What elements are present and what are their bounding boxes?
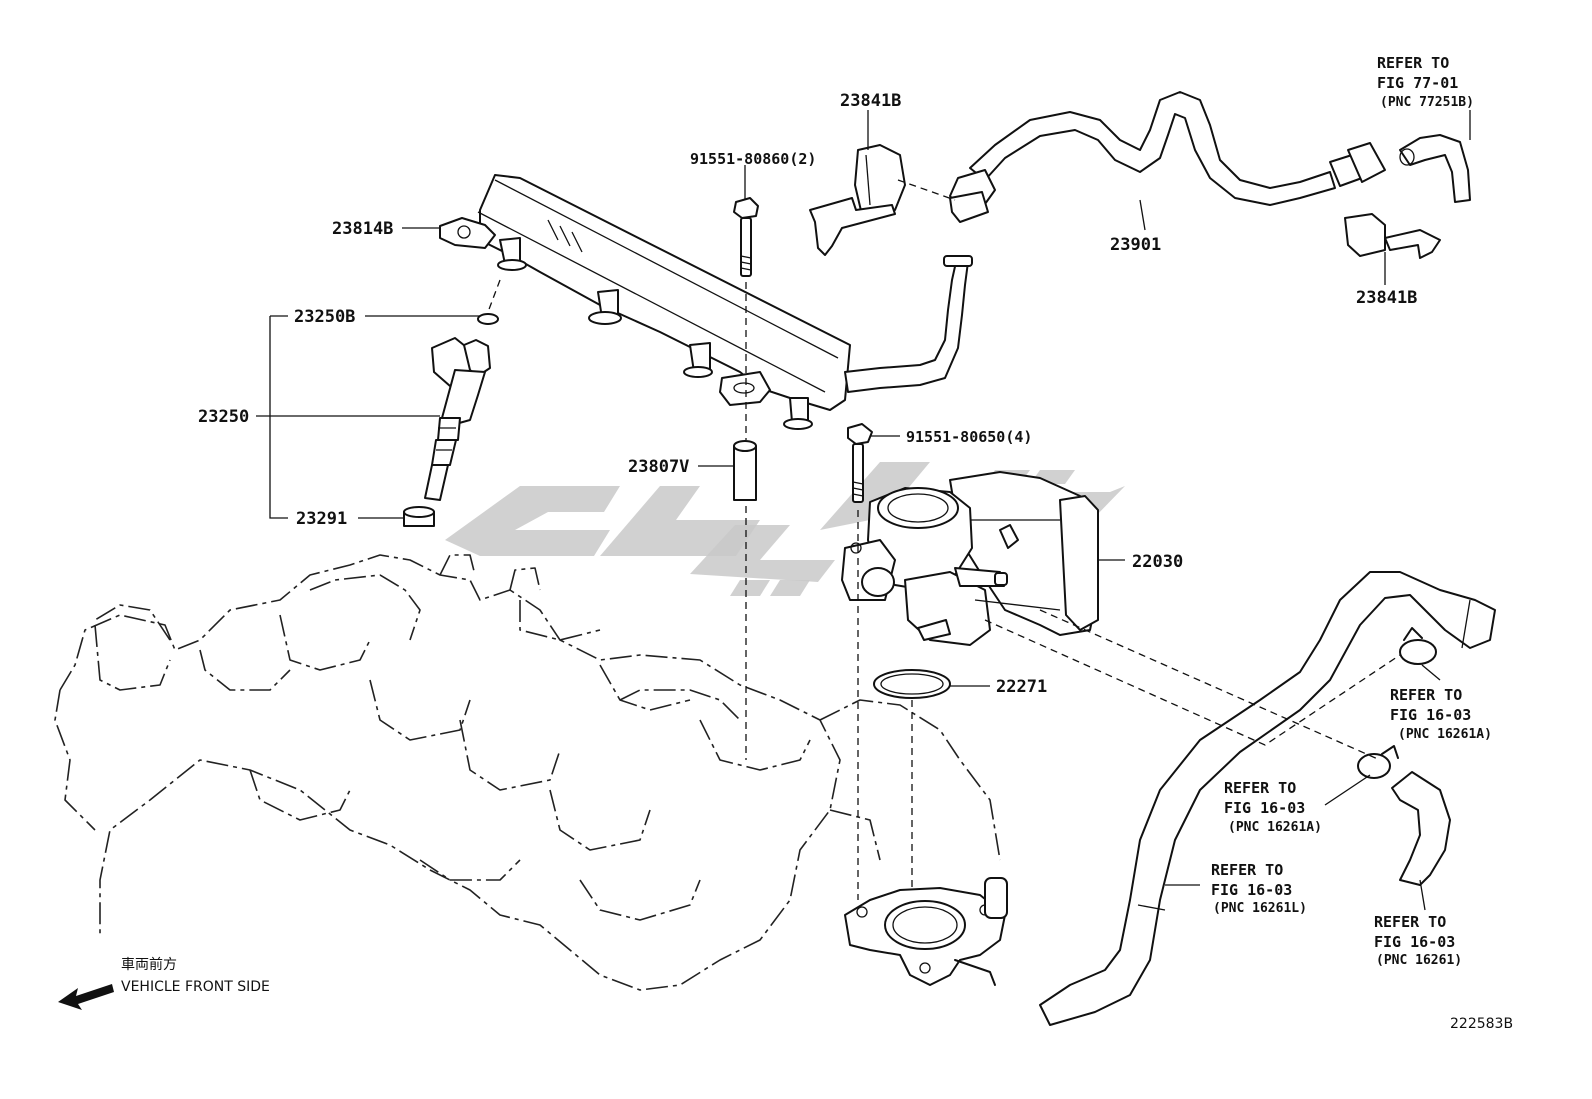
reference-fig-77-01: REFER TO FIG 77-01 (PNC 77251B) bbox=[1377, 54, 1474, 110]
label-23291: 23291 bbox=[296, 509, 347, 529]
collar-23807v bbox=[733, 440, 757, 501]
svg-text:FIG 16-03: FIG 16-03 bbox=[1224, 799, 1305, 817]
hose-clamp-right bbox=[1344, 213, 1441, 259]
fuel-hose bbox=[949, 91, 1386, 223]
label-23814b: 23814B bbox=[332, 219, 393, 239]
leader-lines bbox=[256, 110, 1471, 911]
svg-text:(PNC 77251B): (PNC 77251B) bbox=[1380, 95, 1474, 110]
svg-text:FIG 16-03: FIG 16-03 bbox=[1374, 933, 1455, 951]
svg-text:(PNC 16261A): (PNC 16261A) bbox=[1228, 820, 1322, 835]
left-arrow-icon bbox=[58, 984, 114, 1010]
reference-fig-16-03-l: REFER TO FIG 16-03 (PNC 16261L) bbox=[1211, 861, 1307, 916]
label-91551-80650: 91551-80650(4) bbox=[906, 428, 1032, 446]
svg-text:REFER TO: REFER TO bbox=[1224, 779, 1296, 797]
throttle-body bbox=[841, 471, 1099, 699]
label-23250: 23250 bbox=[198, 407, 249, 427]
label-22030: 22030 bbox=[1132, 552, 1183, 572]
front-label-jp: 車両前方 bbox=[121, 956, 177, 973]
label-91551-80860: 91551-80860(2) bbox=[690, 150, 816, 168]
hose-clamp-top bbox=[809, 144, 906, 256]
reference-fig-16-03-a-lower: REFER TO FIG 16-03 (PNC 16261A) bbox=[1224, 779, 1322, 835]
front-label-en: VEHICLE FRONT SIDE bbox=[121, 979, 270, 995]
reference-fig-16-03-a-upper: REFER TO FIG 16-03 (PNC 16261A) bbox=[1390, 686, 1492, 742]
svg-text:FIG 16-03: FIG 16-03 bbox=[1390, 706, 1471, 724]
svg-text:(PNC 16261L): (PNC 16261L) bbox=[1213, 901, 1307, 916]
fuel-delivery-pipe bbox=[439, 174, 973, 430]
assembly-lines bbox=[487, 179, 1401, 900]
bolt-91551-80860 bbox=[733, 197, 759, 277]
part-labels: 23841B 91551-80860(2) 23814B 23250B 2325… bbox=[198, 91, 1417, 697]
svg-text:FIG 77-01: FIG 77-01 bbox=[1377, 74, 1458, 92]
reference-fig-16-03: REFER TO FIG 16-03 (PNC 16261) bbox=[1374, 913, 1462, 968]
label-22271: 22271 bbox=[996, 677, 1047, 697]
label-23807v: 23807V bbox=[628, 457, 689, 477]
manifold-flange bbox=[844, 877, 1008, 986]
fuel-injector bbox=[403, 313, 499, 527]
label-23841b-top: 23841B bbox=[840, 91, 901, 111]
svg-text:REFER TO: REFER TO bbox=[1374, 913, 1446, 931]
reference-callouts: REFER TO FIG 77-01 (PNC 77251B) REFER TO… bbox=[1211, 54, 1492, 968]
svg-text:FIG 16-03: FIG 16-03 bbox=[1211, 881, 1292, 899]
bolt-91551-80650 bbox=[847, 423, 873, 503]
coolant-hoses bbox=[1039, 571, 1496, 1026]
svg-text:REFER TO: REFER TO bbox=[1390, 686, 1462, 704]
svg-text:(PNC 16261): (PNC 16261) bbox=[1376, 953, 1462, 968]
svg-text:REFER TO: REFER TO bbox=[1377, 54, 1449, 72]
engine-outline bbox=[54, 554, 1001, 991]
label-23841b-right: 23841B bbox=[1356, 288, 1417, 308]
vehicle-front-indicator: 車両前方 VEHICLE FRONT SIDE bbox=[58, 956, 270, 1010]
svg-text:(PNC 16261A): (PNC 16261A) bbox=[1398, 727, 1492, 742]
label-23901: 23901 bbox=[1110, 235, 1161, 255]
label-23250b: 23250B bbox=[294, 307, 355, 327]
svg-text:REFER TO: REFER TO bbox=[1211, 861, 1283, 879]
figure-id: 222583B bbox=[1450, 1016, 1513, 1032]
pipe-end-77-01 bbox=[1399, 134, 1471, 203]
